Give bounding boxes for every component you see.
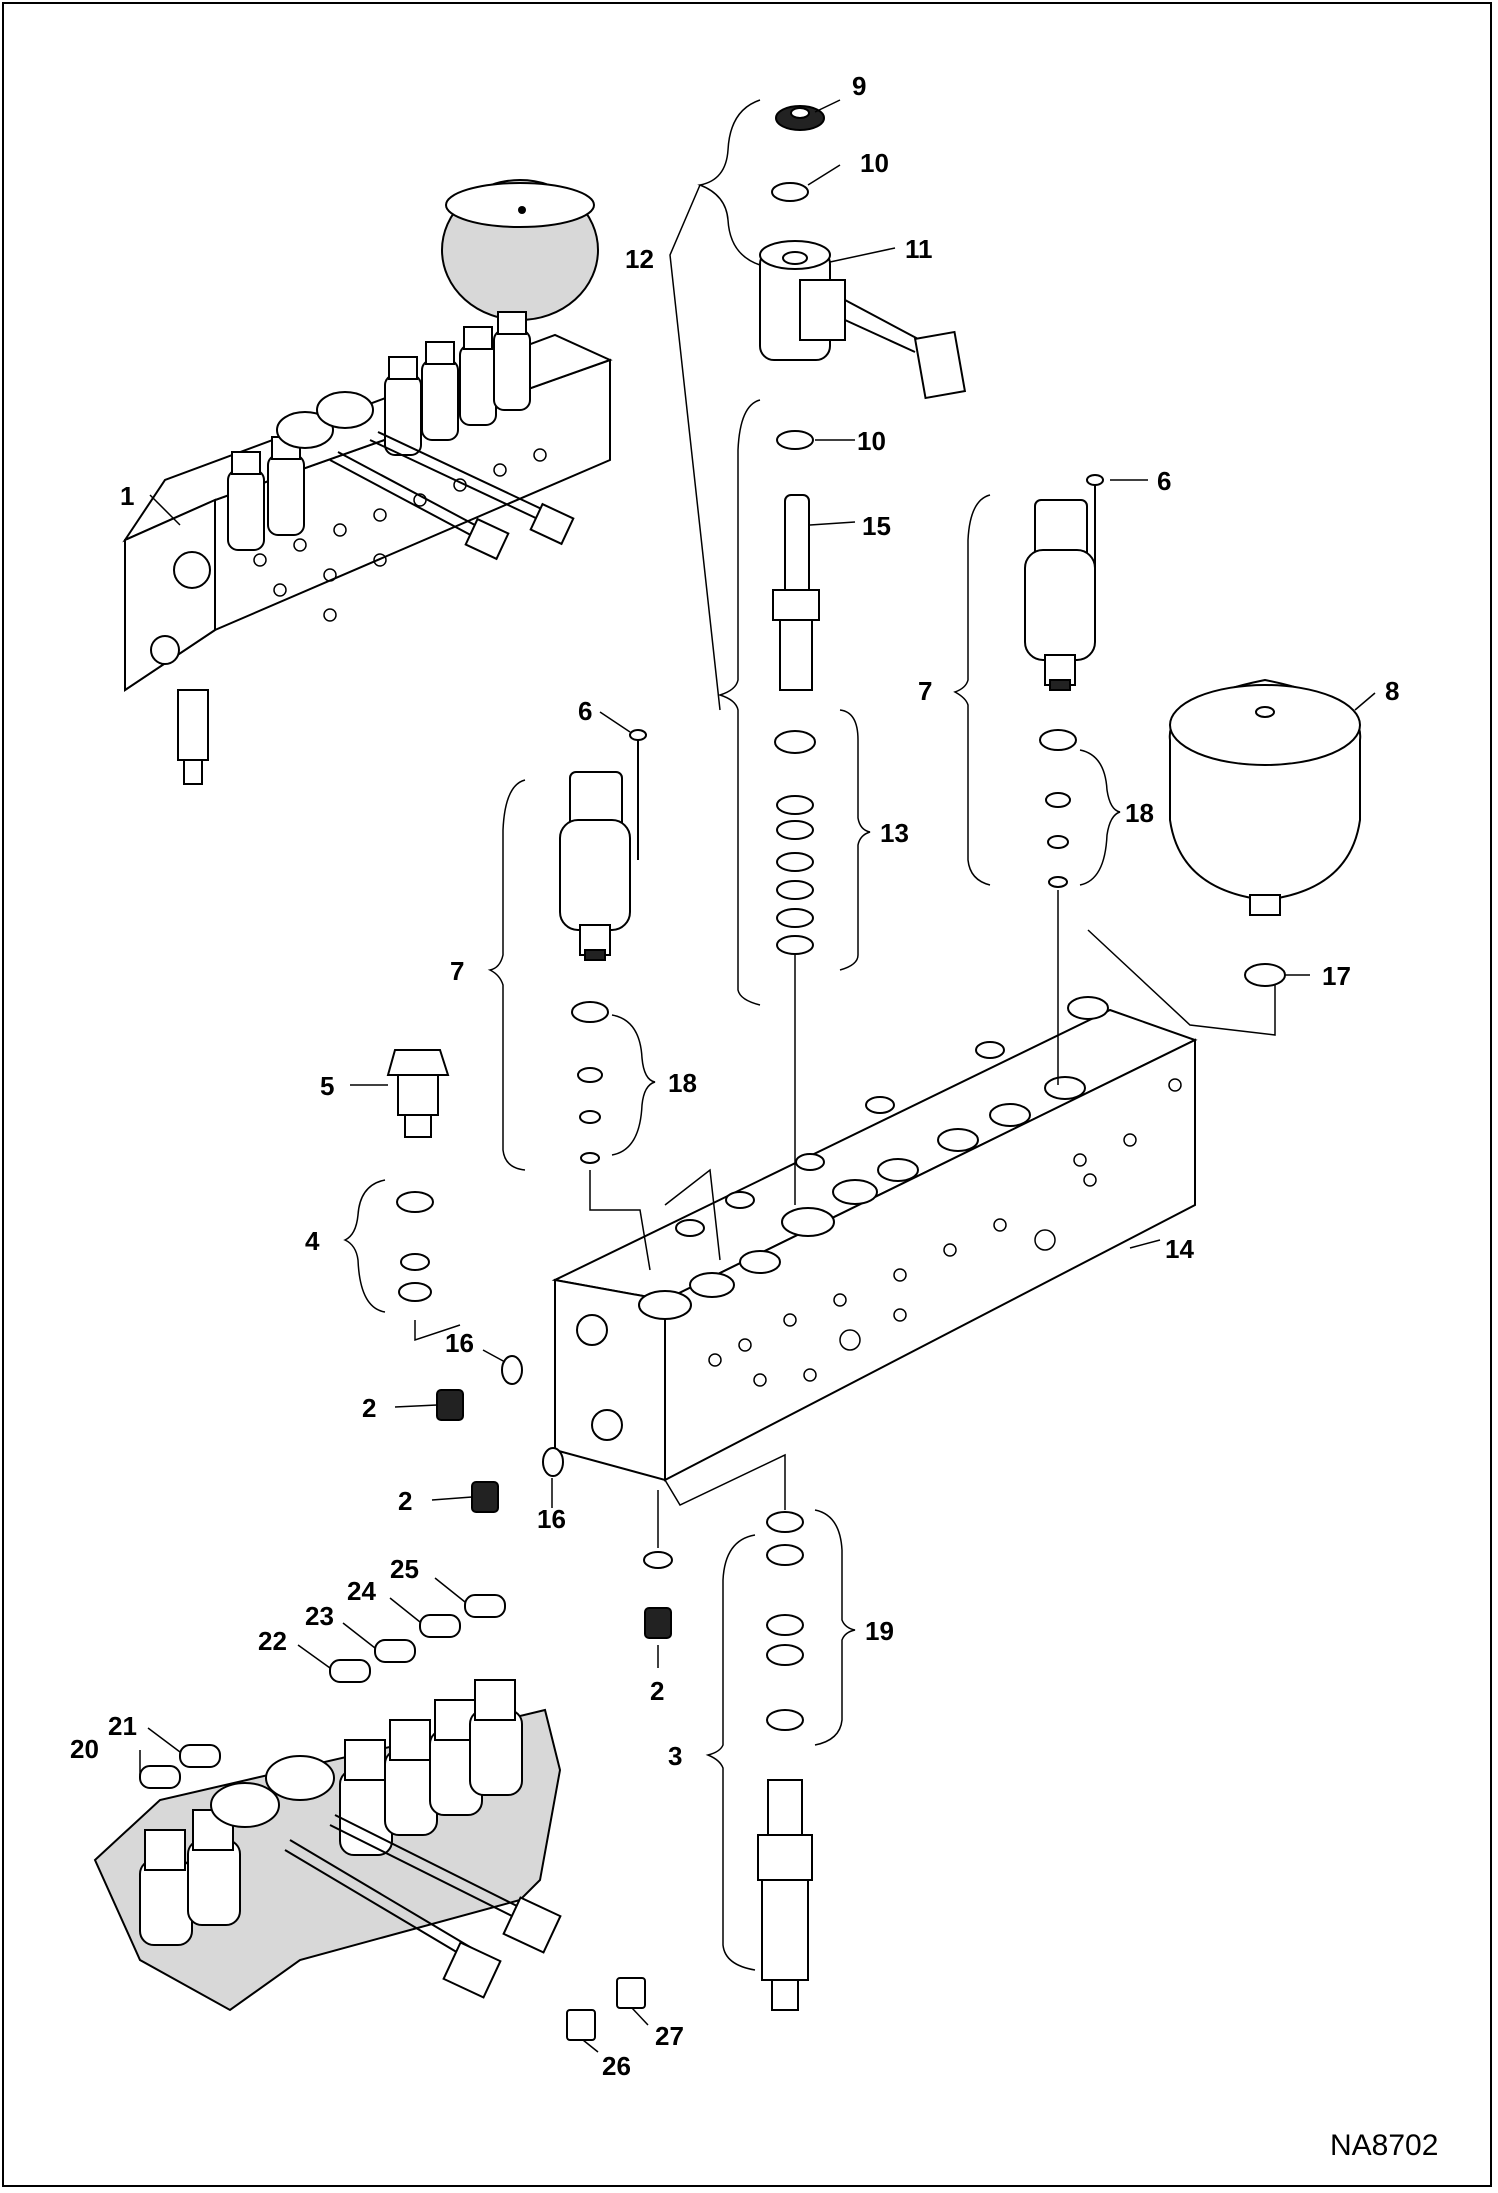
callout-7-left: 7 [450, 956, 464, 986]
callout-19: 19 [865, 1616, 894, 1646]
accumulator-8 [1168, 678, 1362, 987]
callout-25: 25 [390, 1554, 419, 1584]
solenoid-valve-7-left [559, 729, 647, 1164]
callout-10-lower: 10 [857, 426, 886, 456]
callout-5: 5 [320, 1071, 334, 1101]
callout-21: 21 [108, 1711, 137, 1741]
callout-labels: 1 2 2 2 3 4 5 6 6 7 7 8 9 10 10 11 12 13… [70, 71, 1399, 2081]
callout-6-left: 6 [578, 696, 592, 726]
assembled-valve-block-1 [122, 179, 613, 785]
callout-18-left: 18 [668, 1068, 697, 1098]
callout-7-right: 7 [918, 676, 932, 706]
coil-stack-12 [759, 105, 967, 400]
valve-3-and-seal-kit-19 [757, 1511, 813, 2011]
callout-11: 11 [905, 234, 933, 264]
callout-12: 12 [625, 244, 654, 274]
callout-27: 27 [655, 2021, 684, 2051]
solenoid-valve-7-right [1024, 474, 1104, 888]
callout-14: 14 [1165, 1234, 1194, 1264]
callout-18-right: 18 [1125, 798, 1154, 828]
callout-17: 17 [1322, 961, 1351, 991]
callout-2-middle: 2 [398, 1486, 412, 1516]
callout-23: 23 [305, 1601, 334, 1631]
leader-lines [139, 99, 1376, 2053]
callout-4: 4 [305, 1226, 320, 1256]
drawing-code: NA8702 [1330, 2129, 1438, 2162]
callout-22: 22 [258, 1626, 287, 1656]
callout-10-upper: 10 [860, 148, 889, 178]
callout-26: 26 [602, 2051, 631, 2081]
manifold-block-14 [551, 996, 1198, 1482]
relief-plug-5 [386, 1049, 450, 1302]
callout-16-lower: 16 [537, 1504, 566, 1534]
callout-8: 8 [1385, 676, 1399, 706]
callout-9: 9 [852, 71, 866, 101]
callout-20: 20 [70, 1734, 99, 1764]
callout-2-lower: 2 [650, 1676, 664, 1706]
callout-2-upper: 2 [362, 1393, 376, 1423]
callout-6-right: 6 [1157, 466, 1171, 496]
callout-1: 1 [120, 481, 134, 511]
callout-24: 24 [347, 1576, 376, 1606]
callout-3: 3 [668, 1741, 682, 1771]
cartridge-15-and-seal-kit-13 [772, 430, 820, 955]
assembled-valve-block-lower [93, 1594, 646, 2041]
callout-15: 15 [862, 511, 891, 541]
callout-13: 13 [880, 818, 909, 848]
callout-16-upper: 16 [445, 1328, 474, 1358]
